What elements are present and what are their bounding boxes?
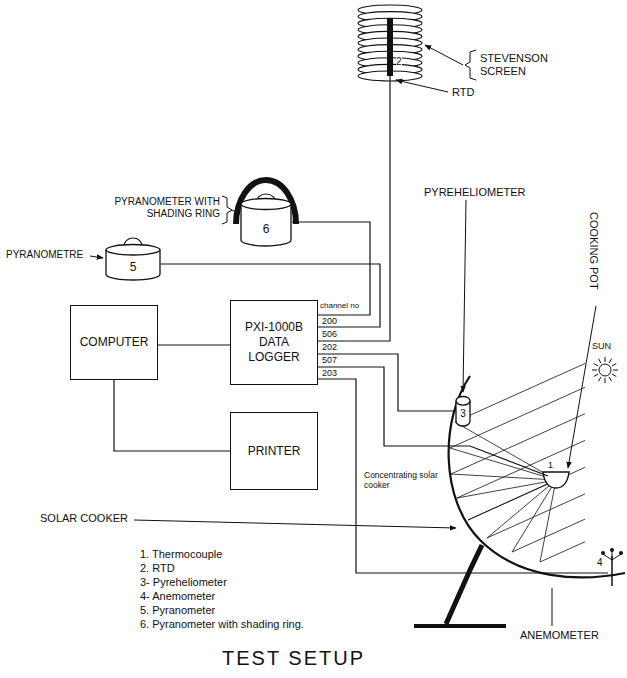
legend-item: 6. Pyranometer with shading ring. — [140, 618, 304, 631]
part-label: ANEMOMETER — [520, 629, 599, 642]
bracket — [222, 196, 232, 224]
part-label: PYREHELIOMETER — [424, 186, 525, 199]
sun — [592, 357, 618, 383]
concentrator-dish — [449, 376, 625, 577]
caption: TEST SETUP — [222, 646, 365, 670]
legend-item: 5. Pyranometer — [140, 604, 215, 617]
signal-wire — [114, 380, 230, 451]
channel-number: 506 — [322, 329, 337, 340]
legend-item: 1. Thermocouple — [140, 548, 222, 561]
part-label: COOKING POT — [587, 212, 600, 290]
channel-number: 202 — [322, 342, 337, 353]
part-label: 2 — [396, 56, 402, 68]
thermocouple-wire — [318, 367, 548, 476]
sensor-body: 5 — [105, 244, 161, 280]
leader-line — [232, 210, 240, 214]
signal-wire — [158, 344, 230, 345]
bracket — [465, 50, 476, 80]
box-label: PXI-1000B DATA LOGGER — [235, 320, 313, 365]
box-label: COMPUTER — [80, 335, 149, 350]
part-label: Concentrating solar cooker — [364, 470, 448, 490]
sensor-body: 3 — [455, 396, 471, 426]
part-label: PYRANOMETRE — [6, 249, 83, 261]
part-label: 1 — [548, 460, 553, 471]
channel-number: 203 — [322, 368, 337, 379]
leader-line — [90, 256, 103, 258]
channel-number: 507 — [322, 355, 337, 366]
cooking-pot — [543, 472, 569, 488]
device-box: PXI-1000B DATA LOGGER — [230, 300, 318, 385]
device-box: COMPUTER — [70, 305, 158, 380]
leader-line — [463, 200, 466, 392]
channel-number: 200 — [322, 316, 337, 327]
part-label: 4 — [597, 557, 603, 569]
signal-wire — [318, 354, 455, 411]
part-label: SUN — [592, 341, 611, 352]
anemometer-wire — [318, 379, 608, 573]
leader-line — [552, 588, 553, 626]
leader-line — [134, 520, 456, 528]
part-label: SOLAR COOKER — [40, 512, 128, 525]
part-label: PYRANOMETER WITH SHADING RING — [84, 196, 220, 220]
part-label: channel no — [320, 301, 359, 311]
device-box: PRINTER — [230, 412, 318, 490]
part-label: RTD — [452, 86, 474, 99]
anemometer-symbol — [601, 548, 623, 586]
leader-line — [568, 306, 596, 468]
stand-base — [414, 624, 506, 628]
legend-item: 3- Pyreheliometer — [140, 576, 227, 589]
box-label: PRINTER — [248, 444, 301, 459]
callout-number: 5 — [130, 260, 137, 275]
callout-number: 3 — [460, 408, 466, 421]
sensor-body: 6 — [240, 198, 292, 246]
stevenson-screen — [358, 5, 422, 81]
leader-line — [396, 80, 448, 92]
rtd-wire — [318, 76, 390, 341]
callout-number: 6 — [263, 222, 270, 237]
cooker-stand — [446, 545, 482, 624]
part-label: STEVENSON SCREEN — [480, 52, 558, 78]
legend-item: 2. RTD — [140, 562, 175, 575]
rtd-probe — [387, 18, 393, 76]
sun-rays — [450, 364, 585, 563]
leader-line — [425, 45, 463, 65]
legend-item: 4- Anemometer — [140, 590, 215, 603]
